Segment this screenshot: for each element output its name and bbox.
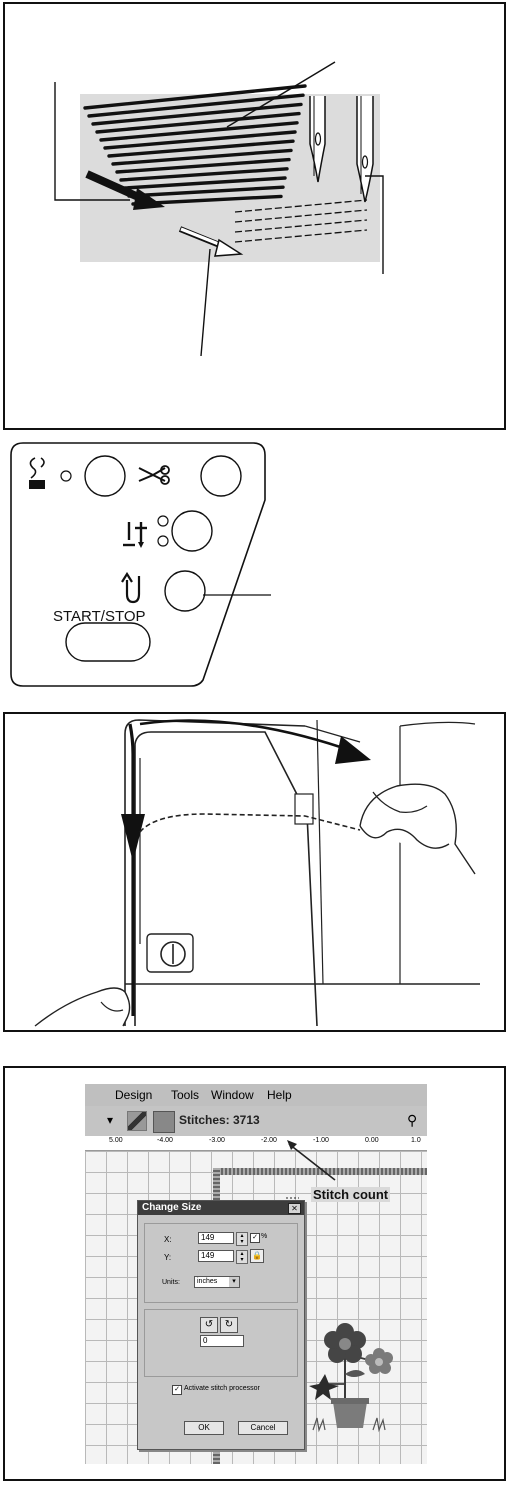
stitch-count-display: Stitches: 3713 bbox=[179, 1113, 260, 1127]
close-icon[interactable]: ✕ bbox=[288, 1203, 301, 1214]
stitch-line bbox=[107, 139, 295, 158]
software-screenshot-panel: Design Tools Window Help ▾ Stitches: 371… bbox=[3, 1066, 506, 1481]
callout-arrow bbox=[286, 1140, 336, 1199]
ruler-tick-label: 1.0 bbox=[411, 1137, 421, 1144]
menu-window[interactable]: Window bbox=[211, 1088, 254, 1102]
toolbar: ▾ Stitches: 3713 ⚲ bbox=[85, 1106, 427, 1136]
stitch-line bbox=[103, 130, 297, 150]
color-swatch[interactable] bbox=[153, 1111, 175, 1133]
menu-bar: Design Tools Window Help bbox=[85, 1084, 427, 1106]
dialog-title-bar: Change Size ✕ bbox=[138, 1201, 304, 1215]
ruler-tick-label: 5.00 bbox=[109, 1137, 123, 1144]
stitch-processor-checkbox[interactable]: ✓ bbox=[172, 1385, 182, 1395]
stitch-line bbox=[234, 229, 368, 243]
stitch-line bbox=[234, 209, 368, 223]
lock-icon[interactable]: 🔒 bbox=[250, 1249, 264, 1263]
control-panel-outline bbox=[10, 442, 271, 687]
chevron-down-icon[interactable]: ▾ bbox=[229, 1277, 239, 1287]
stitch-count-callout: Stitch count bbox=[311, 1187, 391, 1202]
percent-checkbox[interactable]: ✓ bbox=[250, 1233, 260, 1243]
stitch-processor-label: Activate stitch processor bbox=[184, 1385, 260, 1392]
start-stop-label: START/STOP bbox=[53, 608, 146, 625]
ruler-tick-label: -2.00 bbox=[261, 1137, 277, 1144]
percent-label: % bbox=[261, 1233, 268, 1240]
size-group-box bbox=[144, 1223, 298, 1303]
stitch-line bbox=[123, 176, 287, 190]
ruler-tick-label: -4.00 bbox=[157, 1137, 173, 1144]
needle-stitch-figure-panel bbox=[3, 2, 506, 430]
thread-path-illustration bbox=[34, 719, 480, 1027]
y-spinner[interactable]: ▴▾ bbox=[236, 1250, 248, 1264]
flower-pot-design bbox=[309, 1323, 393, 1433]
stitch-line bbox=[119, 167, 289, 182]
bobbin-thread-icon bbox=[29, 457, 45, 489]
layer-tool-icon[interactable] bbox=[127, 1111, 147, 1131]
rotate-right-icon[interactable]: ↻ bbox=[220, 1317, 238, 1333]
zoom-icon[interactable]: ⚲ bbox=[407, 1112, 418, 1128]
thread-path-figure-panel bbox=[3, 712, 506, 1032]
menu-tools[interactable]: Tools bbox=[171, 1088, 200, 1102]
x-label: X: bbox=[164, 1235, 172, 1244]
ok-button[interactable]: OK bbox=[184, 1421, 224, 1435]
embroidery-border-top bbox=[213, 1168, 427, 1175]
stitch-line bbox=[115, 157, 291, 174]
reverse-stitch-icon bbox=[121, 572, 141, 604]
units-label: Units: bbox=[162, 1279, 180, 1286]
scissors-icon bbox=[138, 465, 170, 485]
needle-stitch-illustration bbox=[54, 61, 384, 357]
units-select[interactable]: inches ▾ bbox=[194, 1276, 240, 1288]
stitch-line bbox=[234, 219, 368, 233]
stitch-line bbox=[91, 102, 303, 126]
stitch-line bbox=[111, 148, 293, 166]
ruler-tick-label: 0.00 bbox=[365, 1137, 379, 1144]
ruler-tick-label: -1.00 bbox=[313, 1137, 329, 1144]
toolbar-arrow-icon[interactable]: ▾ bbox=[107, 1113, 114, 1127]
x-spinner[interactable]: ▴▾ bbox=[236, 1232, 248, 1246]
rotate-left-icon[interactable]: ↺ bbox=[200, 1317, 218, 1333]
rotate-group-box bbox=[144, 1309, 298, 1377]
rotate-input[interactable]: 0 bbox=[200, 1335, 244, 1347]
dialog-title: Change Size bbox=[142, 1202, 202, 1213]
stitch-line bbox=[87, 93, 305, 118]
ruler-tick-label: -3.00 bbox=[209, 1137, 225, 1144]
ruler: 5.00 -4.00 -3.00 -2.00 -1.00 0.00 1.0 bbox=[85, 1136, 427, 1151]
stitch-line bbox=[95, 111, 301, 134]
stitch-line bbox=[127, 185, 285, 198]
y-input[interactable]: 149 bbox=[198, 1250, 234, 1262]
menu-help[interactable]: Help bbox=[267, 1088, 292, 1102]
change-size-dialog: Change Size ✕ X: 149 ▴▾ ✓ % Y: 149 ▴▾ 🔒 … bbox=[137, 1200, 305, 1450]
y-label: Y: bbox=[164, 1253, 172, 1262]
stitch-line bbox=[99, 121, 299, 142]
software-window: Design Tools Window Help ▾ Stitches: 371… bbox=[85, 1084, 427, 1464]
stitch-line bbox=[234, 199, 368, 213]
menu-design[interactable]: Design bbox=[115, 1088, 153, 1102]
cancel-button[interactable]: Cancel bbox=[238, 1421, 288, 1435]
stitch-line bbox=[83, 84, 307, 110]
units-value: inches bbox=[197, 1278, 218, 1285]
control-panel-figure: START/STOP bbox=[3, 440, 293, 690]
x-input[interactable]: 149 bbox=[198, 1232, 234, 1244]
needle-up-down-icon bbox=[123, 522, 147, 548]
